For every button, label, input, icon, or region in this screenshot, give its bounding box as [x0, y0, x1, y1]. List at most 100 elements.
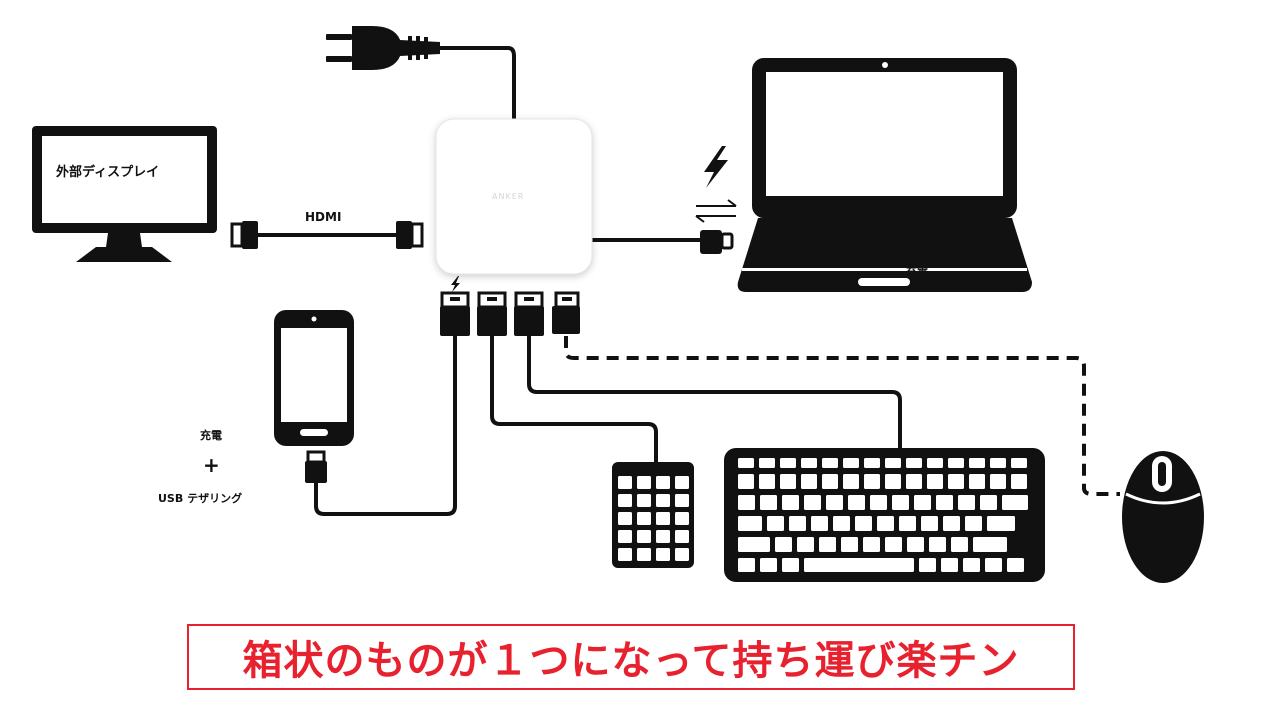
keyboard-key — [906, 458, 922, 468]
usb-hub — [435, 118, 593, 275]
keyboard-key — [804, 495, 821, 510]
keyboard-key — [892, 495, 909, 510]
usb-charge-lightning-icon — [451, 276, 460, 292]
caption-text: 箱状のものが１つになって持ち運び楽チン — [242, 638, 1020, 684]
usb-port-3 — [514, 291, 544, 336]
power-cable — [438, 46, 516, 122]
keyboard-key — [782, 558, 799, 572]
keyboard-key — [990, 458, 1006, 468]
keypad-key — [637, 494, 651, 507]
external-display — [32, 126, 217, 262]
keyboard-key — [1011, 474, 1027, 489]
laptop-charge-label: 充電 — [906, 265, 928, 278]
keyboard-key — [801, 458, 817, 468]
hdmi-label: HDMI — [305, 210, 342, 224]
keyboard-key — [843, 474, 859, 489]
keypad-key — [675, 476, 689, 489]
keyboard-key — [919, 558, 936, 572]
usb-port-2 — [477, 291, 507, 336]
keyboard-key — [759, 474, 775, 489]
keyboard-key — [927, 458, 943, 468]
keyboard-key — [775, 537, 792, 552]
keyboard-key — [885, 537, 902, 552]
keyboard-key — [965, 516, 982, 531]
plus-label: + — [203, 453, 220, 477]
keypad-key — [637, 476, 651, 489]
keypad-key — [618, 548, 632, 561]
cables — [254, 46, 1120, 516]
keypad-key — [637, 548, 651, 561]
keyboard-key — [958, 495, 975, 510]
keypad-key — [656, 476, 670, 489]
keyboard-key — [980, 495, 997, 510]
keyboard-cable — [527, 334, 902, 452]
keyboard-key — [811, 516, 828, 531]
keyboard-key — [863, 537, 880, 552]
keypad-key — [675, 512, 689, 525]
keyboard-key — [738, 474, 754, 489]
phone-tethering-label: USB テザリング — [158, 492, 243, 505]
keyboard-key — [969, 458, 985, 468]
keyboard-key — [841, 537, 858, 552]
usb-port-1 — [440, 291, 470, 336]
keyboard-key — [948, 458, 964, 468]
keyboard-key — [738, 537, 770, 552]
keyboard-key — [936, 495, 953, 510]
usb-port-4 — [552, 291, 580, 334]
keyboard-key — [833, 516, 850, 531]
keypad-cable — [490, 334, 658, 464]
keyboard-key — [738, 516, 762, 531]
power-plug-icon — [326, 26, 440, 70]
keyboard-key — [797, 537, 814, 552]
keypad-key — [618, 512, 632, 525]
phone-cable — [314, 334, 457, 516]
keyboard-key — [969, 474, 985, 489]
mouse — [1122, 451, 1204, 583]
keyboard-key — [767, 516, 784, 531]
keyboard-key — [899, 516, 916, 531]
keyboard-key — [951, 537, 968, 552]
keyboard-key — [914, 495, 931, 510]
keyboard-key — [759, 458, 775, 468]
keyboard-key — [848, 495, 865, 510]
keypad-key — [656, 512, 670, 525]
keyboard-key — [738, 495, 755, 510]
keyboard-key — [1011, 458, 1027, 468]
keyboard-key — [885, 458, 901, 468]
keyboard — [724, 448, 1045, 582]
keyboard-key — [870, 495, 887, 510]
keyboard-key — [885, 474, 901, 489]
keyboard-key — [738, 458, 754, 468]
keyboard-key — [760, 558, 777, 572]
keyboard-key — [780, 474, 796, 489]
keypad-key — [618, 494, 632, 507]
keypad-key — [656, 548, 670, 561]
keyboard-key — [906, 474, 922, 489]
keyboard-key — [826, 495, 843, 510]
keyboard-key — [877, 516, 894, 531]
keypad-key — [675, 494, 689, 507]
keyboard-key — [963, 558, 980, 572]
keyboard-key — [855, 516, 872, 531]
caption-box: 箱状のものが１つになって持ち運び楽チン — [187, 624, 1075, 690]
keypad-key — [675, 548, 689, 561]
keyboard-key — [760, 495, 777, 510]
hdmi-plug-right — [396, 221, 424, 249]
keyboard-key — [864, 458, 880, 468]
keyboard-key — [1007, 558, 1024, 572]
keyboard-key — [843, 458, 859, 468]
lightning-icon — [704, 146, 728, 188]
mouse-wireless-link — [564, 336, 1120, 496]
keyboard-key — [948, 474, 964, 489]
keyboard-key — [738, 558, 755, 572]
keyboard-key — [990, 474, 1006, 489]
laptop-usb-c-plug — [700, 230, 734, 254]
keyboard-key — [804, 558, 914, 572]
keyboard-key — [864, 474, 880, 489]
external-display-label: 外部ディスプレイ — [56, 165, 160, 180]
keyboard-key — [927, 474, 943, 489]
keyboard-key — [921, 516, 938, 531]
keyboard-key — [987, 516, 1015, 531]
